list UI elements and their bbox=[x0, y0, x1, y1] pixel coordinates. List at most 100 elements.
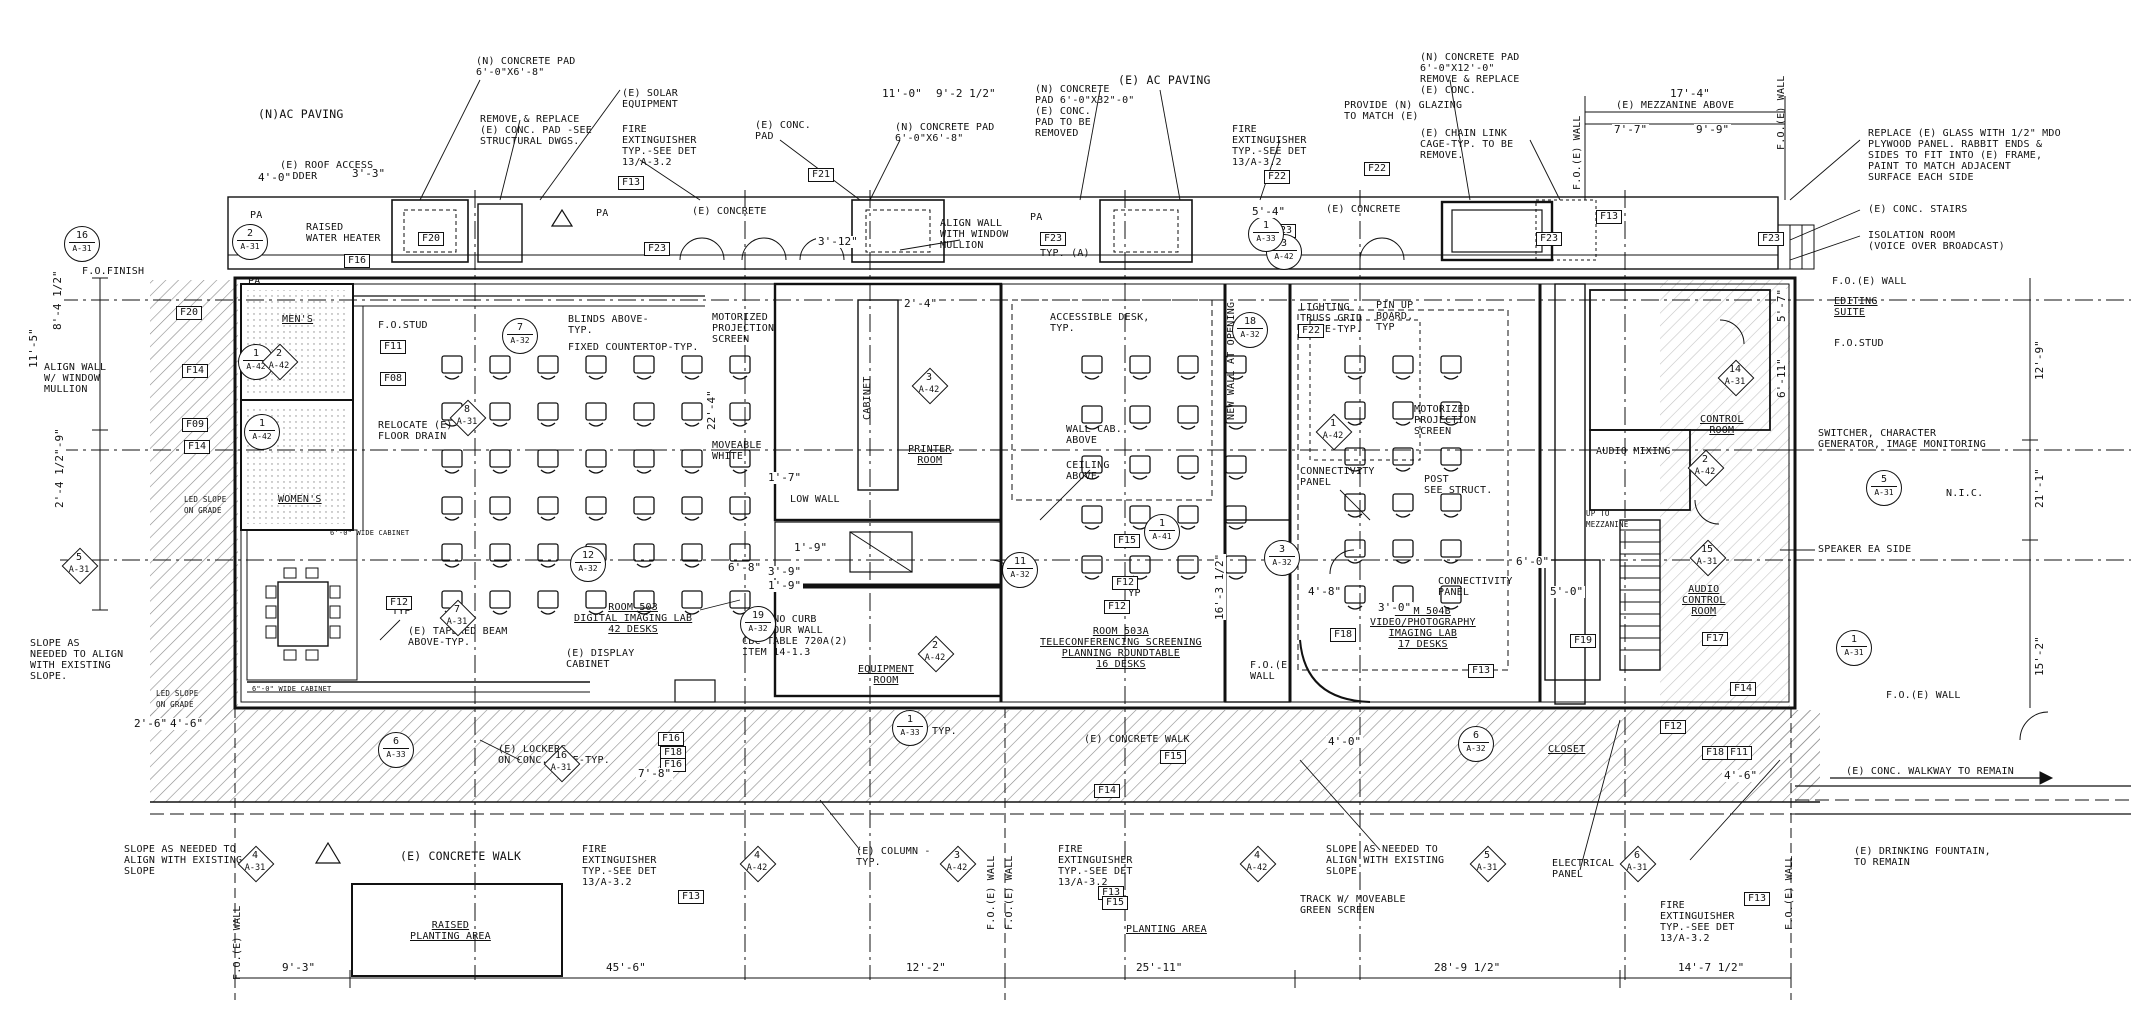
chair bbox=[492, 516, 508, 521]
chair bbox=[684, 422, 700, 427]
roof-access-note: (E) ROOF ACCESS LADDER bbox=[280, 160, 374, 182]
fixture-tag: F12 bbox=[1660, 720, 1687, 734]
pin-up-board-note: PIN UP BOARD, TYP bbox=[1376, 300, 1414, 333]
chair bbox=[588, 375, 604, 380]
desk bbox=[489, 355, 511, 374]
chair bbox=[1180, 525, 1196, 530]
fo-e-wall-vertical-4: F.O.(E) WALL bbox=[1784, 855, 1795, 930]
fixture-tag: F11 bbox=[1726, 746, 1753, 760]
fixture-tag: F15 bbox=[1160, 750, 1187, 764]
desk bbox=[1392, 493, 1414, 512]
chair bbox=[1180, 575, 1196, 580]
chair bbox=[684, 516, 700, 521]
desk bbox=[489, 496, 511, 515]
up-to-mezzanine-note: UP TO MEZZANINE bbox=[1586, 509, 1629, 529]
desk bbox=[633, 543, 655, 562]
desk bbox=[537, 543, 559, 562]
accessible-desk-note: ACCESSIBLE DESK, TYP. bbox=[1050, 312, 1150, 334]
fixture-tag: F13 bbox=[678, 890, 705, 904]
desk bbox=[1344, 493, 1366, 512]
chair bbox=[540, 375, 556, 380]
chair bbox=[588, 610, 604, 615]
fo-finish-note: F.O.FINISH bbox=[82, 266, 145, 277]
dimension-text: 5'-0" bbox=[1548, 585, 1586, 598]
desk bbox=[1344, 355, 1366, 374]
chair bbox=[636, 469, 652, 474]
mezzanine-above-note: (E) MEZZANINE ABOVE bbox=[1616, 100, 1735, 111]
concrete-pad-note-1: (N) CONCRETE PAD 6'-0"x6'-8" bbox=[476, 56, 576, 78]
desk bbox=[633, 496, 655, 515]
room-503a-label: ROOM 503A TELECONFERENCING SCREENING PLA… bbox=[1040, 626, 1202, 670]
equipment-room-label: EQUIPMENT ROOM bbox=[858, 664, 914, 686]
chair bbox=[492, 563, 508, 568]
chair bbox=[444, 469, 460, 474]
chair bbox=[732, 375, 748, 380]
isolation-room-note: ISOLATION ROOM (VOICE OVER BROADCAST) bbox=[1868, 230, 2005, 252]
desk bbox=[441, 496, 463, 515]
chair bbox=[1132, 475, 1148, 480]
desk bbox=[1129, 355, 1151, 374]
fixture-tag: F23 bbox=[1536, 232, 1563, 246]
post-struct-note: POST SEE STRUCT. bbox=[1424, 474, 1493, 496]
lockers-note: (E) LOCKERS ON CONC. BASE-TYP. bbox=[498, 744, 610, 766]
desk bbox=[489, 590, 511, 609]
slope-bottom-right-note: SLOPE AS NEEDED TO ALIGN WITH EXISTING S… bbox=[1326, 844, 1445, 877]
fixture-tag: F17 bbox=[1702, 632, 1729, 646]
nic-note: N.I.C. bbox=[1946, 488, 1984, 499]
dimension-text: 11'-5" bbox=[27, 328, 40, 368]
chair bbox=[588, 516, 604, 521]
track-green-screen-note: TRACK W/ MOVEABLE GREEN SCREEN bbox=[1300, 894, 1406, 916]
display-cabinet-note: (E) DISPLAY CABINET bbox=[566, 648, 635, 670]
building-walls bbox=[233, 276, 2049, 741]
fixture-tag: F21 bbox=[808, 168, 835, 182]
dimension-text: 9'-3" bbox=[280, 961, 318, 974]
desk bbox=[633, 402, 655, 421]
dimension-lines bbox=[92, 96, 2038, 988]
desk bbox=[489, 402, 511, 421]
fixture-tag: F16 bbox=[344, 254, 371, 268]
slope-left-note: SLOPE AS NEEDED TO ALIGN WITH EXISTING S… bbox=[30, 638, 124, 682]
fo-e-wall-vertical-3: F.O.(E) WALL bbox=[1004, 855, 1015, 930]
desk bbox=[489, 449, 511, 468]
desk bbox=[1081, 355, 1103, 374]
desk bbox=[1440, 355, 1462, 374]
desk bbox=[537, 402, 559, 421]
audio-control-room-label: AUDIO CONTROL ROOM bbox=[1682, 584, 1726, 617]
chair bbox=[1347, 467, 1363, 472]
desk bbox=[1344, 447, 1366, 466]
chair bbox=[540, 516, 556, 521]
fo-e-wall-vertical-5: F.O.(E) WALL bbox=[1572, 115, 1583, 190]
chair bbox=[1180, 425, 1196, 430]
fo-stud-note-2: F.O.STUD bbox=[378, 320, 428, 331]
leader-lines bbox=[379, 79, 1861, 871]
chair bbox=[1347, 375, 1363, 380]
nac-paving-note: (N)AC PAVING bbox=[258, 107, 344, 121]
desk bbox=[729, 402, 751, 421]
dimension-text: 3'-12" bbox=[816, 235, 860, 248]
led-slope-label: LED SLOPE ON GRADE bbox=[184, 495, 227, 515]
pa-label-3: PA bbox=[1030, 212, 1043, 223]
chair bbox=[684, 563, 700, 568]
dimension-text: 9'-9" bbox=[1694, 123, 1732, 136]
fixture-tag: F08 bbox=[380, 372, 407, 386]
dimension-text: 25'-11" bbox=[1134, 961, 1185, 974]
chair bbox=[1132, 425, 1148, 430]
desk bbox=[1081, 505, 1103, 524]
dimension-text: 5'-7" bbox=[1775, 288, 1788, 322]
switcher-note: SWITCHER, CHARACTER GENERATOR, IMAGE MON… bbox=[1818, 428, 1986, 450]
chair bbox=[1084, 575, 1100, 580]
desk bbox=[1177, 505, 1199, 524]
chair bbox=[1084, 475, 1100, 480]
desk bbox=[1440, 447, 1462, 466]
chair bbox=[444, 516, 460, 521]
